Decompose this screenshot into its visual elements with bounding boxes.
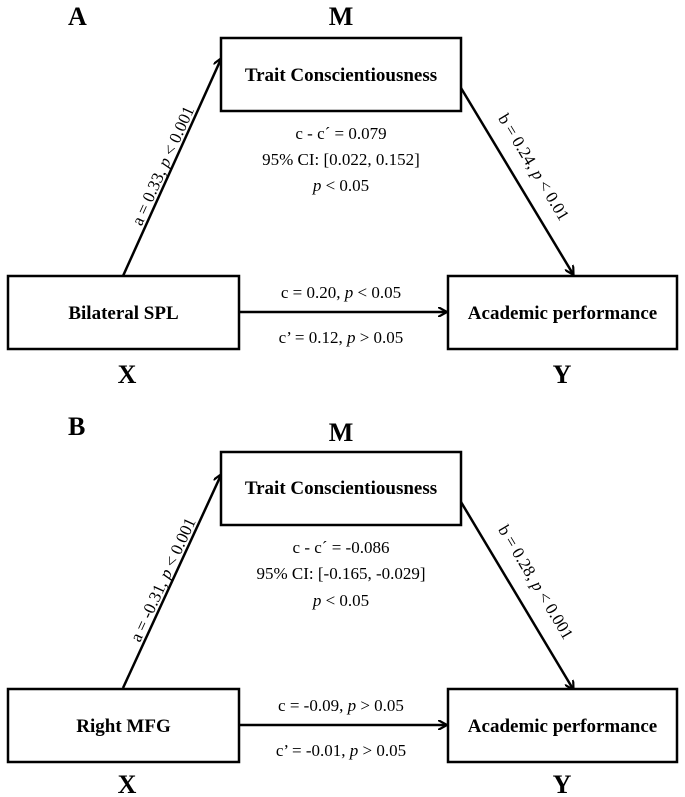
a-path-label: a = -0.31, p < 0.001 (126, 515, 199, 645)
panel-letter: A (68, 2, 87, 31)
indirect-p-label: p < 0.05 (312, 591, 369, 610)
outcome-box (446, 687, 679, 764)
mediator-role-label: M (329, 418, 354, 447)
panel-a: A M Trait Conscientiousness Bilateral SP… (6, 2, 679, 389)
mediator-role-label: M (329, 2, 354, 31)
panel-letter: B (68, 412, 85, 441)
b-path-arrow (459, 501, 573, 689)
c-prime-path-label: c’ = -0.01, p > 0.05 (276, 741, 406, 760)
indirect-ci-label: 95% CI: [-0.165, -0.029] (256, 564, 425, 583)
outcome-label: Academic performance (468, 716, 657, 737)
outcome-box (446, 274, 679, 351)
b-path-arrow (459, 87, 573, 274)
a-path-label: a = 0.33, p < 0.001 (128, 103, 198, 228)
c-prime-path-label: c’ = 0.12, p > 0.05 (279, 328, 404, 347)
outcome-role-label: Y (553, 770, 572, 797)
predictor-role-label: X (118, 770, 137, 797)
panel-b: B M Trait Conscientiousness Right MFG Ac… (6, 412, 679, 797)
mediator-label: Trait Conscientiousness (245, 478, 437, 499)
mediator-label: Trait Conscientiousness (245, 65, 437, 86)
indirect-p-label: p < 0.05 (312, 176, 369, 195)
predictor-box (6, 274, 241, 351)
indirect-effect-label: c - c´ = 0.079 (295, 124, 386, 143)
predictor-box (6, 687, 241, 764)
predictor-label: Bilateral SPL (68, 303, 178, 324)
a-path-arrow (121, 59, 221, 277)
a-path-arrow (121, 475, 221, 689)
mediator-box (219, 450, 463, 527)
outcome-label: Academic performance (468, 303, 657, 324)
outcome-role-label: Y (553, 360, 572, 389)
predictor-role-label: X (118, 360, 137, 389)
indirect-ci-label: 95% CI: [0.022, 0.152] (262, 150, 420, 169)
c-path-label: c = 0.20, p < 0.05 (281, 283, 401, 302)
mediator-box (219, 36, 463, 113)
predictor-label: Right MFG (76, 716, 171, 737)
c-path-label: c = -0.09, p > 0.05 (278, 696, 404, 715)
indirect-effect-label: c - c´ = -0.086 (293, 538, 390, 557)
